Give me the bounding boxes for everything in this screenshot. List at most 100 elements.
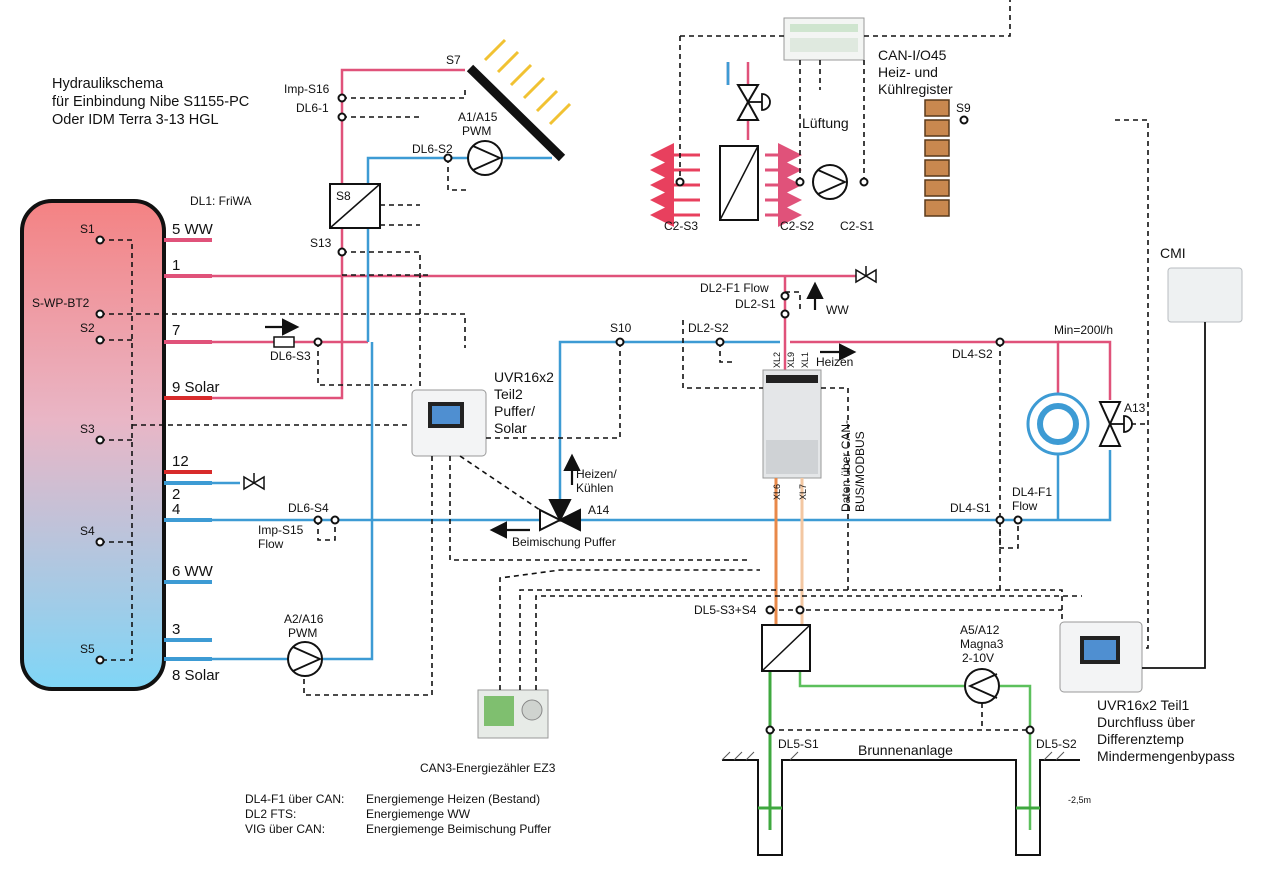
label-heizen-kuehlen-1: Heizen/: [576, 467, 617, 481]
label-ez3: CAN3-Energiezähler EZ3: [420, 761, 556, 775]
label-pwm-1: PWM: [462, 124, 491, 138]
label-dl6-1: DL6-1: [296, 101, 329, 115]
well-heat-exchanger: [761, 624, 811, 672]
label-c2-s2: C2-S2: [780, 219, 814, 233]
label-dl4-f1-flow: Flow: [1012, 499, 1038, 513]
heat-pump: [762, 369, 822, 479]
tank-port-stubs: [164, 238, 212, 661]
label-uvr1-1: UVR16x2 Teil1: [1097, 697, 1190, 713]
uvr-teil2-device: [411, 389, 487, 457]
flow-arrows: [265, 281, 857, 539]
mixing-valve-a14: [539, 499, 581, 532]
energy-meter-ez3: [477, 689, 549, 739]
legend-value-3: Energiemenge Beimischung Puffer: [366, 822, 551, 836]
label-s10: S10: [610, 321, 632, 335]
label-uvr1-4: Mindermengenbypass: [1097, 748, 1235, 764]
label-min-flow: Min=200l/h: [1054, 323, 1113, 337]
tank-sensor-s4: S4: [80, 524, 95, 538]
label-depth: -2,5m: [1068, 795, 1091, 805]
label-s9: S9: [956, 101, 971, 115]
legend-key-3: VIG über CAN:: [245, 822, 325, 836]
label-friwa: DL1: FriWA: [190, 194, 252, 208]
valve-a13: [1098, 401, 1133, 447]
label-s13: S13: [310, 236, 332, 250]
label-dl2-f1: DL2-F1 Flow: [700, 281, 769, 295]
label-xl1: XL1: [800, 352, 810, 368]
brick-register: [924, 99, 950, 217]
label-dl5-s3s4: DL5-S3+S4: [694, 603, 757, 617]
port-4: 4: [172, 501, 180, 518]
port-8-solar: 8 Solar: [172, 667, 220, 684]
label-xl6: XL6: [772, 484, 782, 500]
label-brunnen: Brunnenanlage: [858, 742, 953, 758]
return-air-arrows: [765, 143, 802, 227]
label-dl6-s2: DL6-S2: [412, 142, 453, 156]
label-daten-1: Daten über CAN-: [839, 420, 853, 512]
tank-sensor-s-wp-bt2: S-WP-BT2: [32, 296, 90, 310]
label-can-io-2: Heiz- und: [878, 64, 938, 80]
label-dl6-s3: DL6-S3: [270, 349, 311, 363]
label-cmi: CMI: [1160, 245, 1186, 261]
label-volt: 2-10V: [962, 651, 994, 665]
uvr-teil1-device: [1059, 621, 1143, 693]
port-6-ww: 6 WW: [172, 563, 214, 580]
label-uvr1-3: Differenztemp: [1097, 731, 1184, 747]
label-xl2: XL2: [772, 352, 782, 368]
label-uvr2-3: Puffer/: [494, 403, 535, 419]
label-s7: S7: [446, 53, 461, 67]
label-uvr1-2: Durchfluss über: [1097, 714, 1195, 730]
label-ww: WW: [826, 303, 849, 317]
hot-pipes: [212, 62, 1112, 400]
tank-sensor-bus: [100, 239, 466, 661]
title-line-2: für Einbindung Nibe S1155-PC: [52, 94, 249, 110]
fan-lueftung: [812, 164, 848, 200]
port-5-ww: 5 WW: [172, 221, 214, 238]
sensor-points: [313, 93, 1035, 735]
port-7: 7: [172, 322, 180, 339]
port-2: 2: [172, 486, 180, 503]
label-dl2-s2: DL2-S2: [688, 321, 729, 335]
cmi-device: [1167, 267, 1243, 323]
tank-sensor-s2: S2: [80, 321, 95, 335]
label-xl9: XL9: [786, 352, 796, 368]
valve-port-2: [243, 473, 265, 491]
three-way-valve-top: [736, 84, 771, 121]
control-lines: [303, 0, 1149, 731]
label-dl5-s1: DL5-S1: [778, 737, 819, 751]
label-uvr2-1: UVR16x2: [494, 369, 554, 385]
port-3: 3: [172, 621, 180, 638]
legend-value-2: Energiemenge WW: [366, 807, 471, 821]
can-io45-device: [783, 17, 865, 61]
label-can-io-1: CAN-I/O45: [878, 47, 947, 63]
cmi-link: [1142, 322, 1206, 669]
tank-sensor-s5: S5: [80, 642, 95, 656]
pump-a2-a16: [287, 641, 323, 677]
label-heizen-kuehlen-2: Kühlen: [576, 481, 613, 495]
label-s8: S8: [336, 189, 351, 203]
label-can-io-3: Kühlregister: [878, 81, 953, 97]
solar-collector: [466, 38, 572, 162]
pump-a5-a12: [964, 668, 1000, 704]
label-xl7: XL7: [798, 484, 808, 500]
label-daten-2: BUS/MODBUS: [853, 431, 867, 512]
label-uvr2-2: Teil2: [494, 386, 523, 402]
buffer-tank: [20, 199, 166, 691]
label-heizen: Heizen: [816, 355, 853, 369]
legend-value-1: Energiemenge Heizen (Bestand): [366, 792, 540, 806]
label-a1-a15: A1/A15: [458, 110, 498, 124]
label-dl5-s2: DL5-S2: [1036, 737, 1077, 751]
label-dl6-s4: DL6-S4: [288, 501, 329, 515]
port-1: 1: [172, 257, 180, 274]
check-valve-dl6-s3: [273, 336, 295, 348]
label-dl4-s2: DL4-S2: [952, 347, 993, 361]
legend-key-1: DL4-F1 über CAN:: [245, 792, 344, 806]
label-dl2-s1: DL2-S1: [735, 297, 776, 311]
pump-a1-a15: [467, 140, 503, 176]
tank-sensor-points: [95, 235, 105, 665]
label-uvr2-4: Solar: [494, 420, 527, 436]
port-9-solar: 9 Solar: [172, 379, 220, 396]
label-pwm-2: PWM: [288, 626, 317, 640]
valve-hot-line: [855, 266, 877, 284]
ground-hatch: [721, 751, 1065, 761]
